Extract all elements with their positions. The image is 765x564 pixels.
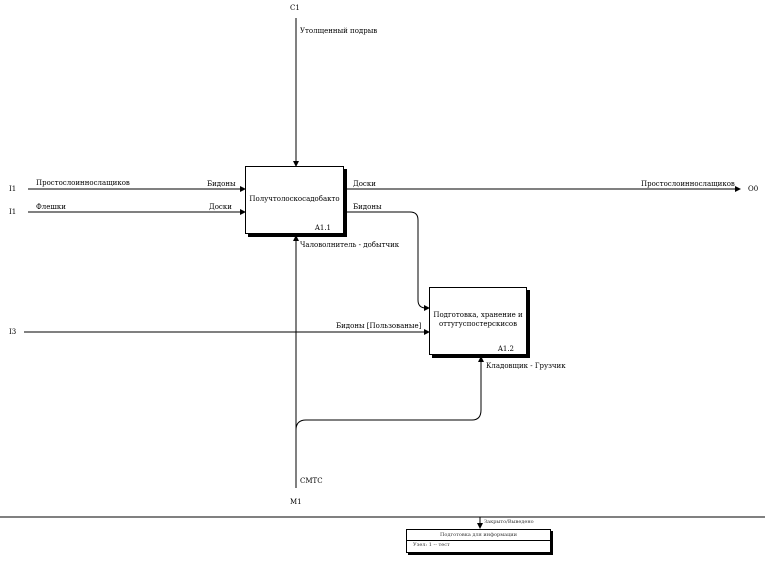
label-output-top[interactable]: Доски	[353, 180, 376, 188]
node-tree-footer: Узел: 1 -- тест	[413, 542, 450, 548]
label-input-a2[interactable]: Бидоны [Пользованые]	[336, 322, 422, 330]
tunnel-i1-product: I1	[9, 185, 17, 193]
node-tree-frame[interactable]: Подготовка для информации Узел: 1 -- тес…	[406, 529, 551, 553]
activity-box-a2-number: A1.2	[497, 345, 514, 353]
output-to-a2-arrow	[344, 211, 430, 311]
activity-box-a1[interactable]: Получтолоскосадобакто A1.1	[245, 166, 344, 234]
label-output-bottom[interactable]: Бидоны	[353, 203, 382, 211]
activity-box-a2-title: Подготовка, хранение и оттугуспостерскис…	[430, 311, 526, 329]
label-control-top[interactable]: Утолщенный подрыв	[300, 27, 378, 35]
activity-box-a1-title: Получтолоскосадобакто	[249, 195, 340, 203]
activity-box-a2-title-line1: Подготовка, хранение и	[433, 311, 523, 319]
tunnel-i1-flask: I1	[9, 208, 17, 216]
label-output-right[interactable]: Простослоиннослащиков	[641, 180, 735, 188]
label-input-flask[interactable]: Флешки	[36, 203, 66, 211]
node-tree-divider	[407, 540, 550, 541]
label-input-product-end[interactable]: Бидоны	[207, 180, 236, 188]
label-input-product[interactable]: Простослоиннослащиков	[36, 179, 130, 187]
activity-box-a2-title-line2: оттугуспостерскисов	[438, 320, 518, 328]
label-input-flask-end[interactable]: Доски	[209, 203, 232, 211]
label-mechanism-a2[interactable]: Кладовщик - Грузчик	[486, 362, 566, 370]
tunnel-o0: O0	[748, 185, 759, 193]
tunnel-c1: C1	[290, 4, 300, 12]
node-tree-title: Подготовка для информации	[440, 532, 517, 538]
node-tree-top-label: Закрыто/Выведено	[484, 519, 534, 525]
label-mechanism-a1[interactable]: Чаловолнитель - добытчик	[300, 241, 400, 249]
tunnel-i3: I3	[9, 328, 17, 336]
label-mechanism-main[interactable]: СМТС	[300, 477, 323, 485]
activity-box-a1-number: A1.1	[314, 224, 331, 232]
activity-box-a2[interactable]: Подготовка, хранение и оттугуспостерскис…	[429, 287, 527, 355]
tunnel-m1: M1	[290, 498, 302, 506]
mechanism-arrow-a2	[295, 356, 484, 431]
